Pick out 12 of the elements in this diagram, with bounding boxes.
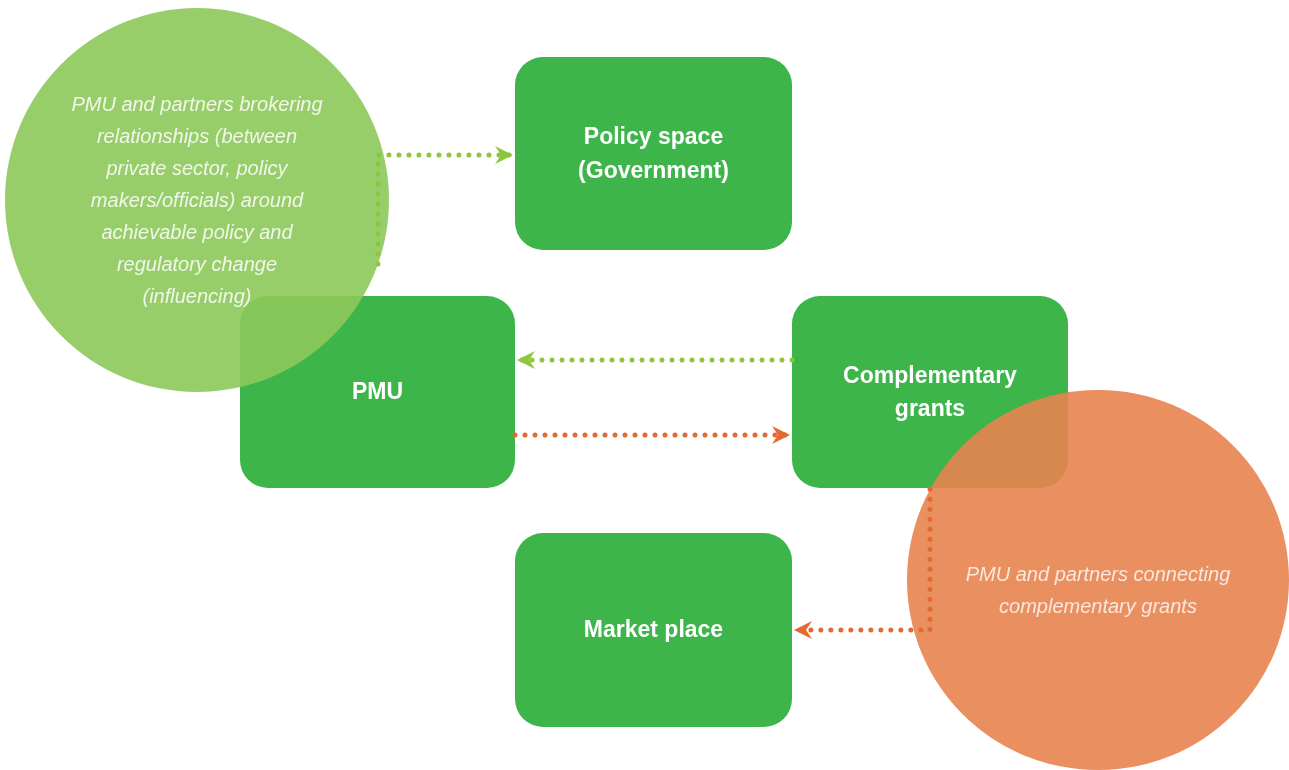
box-label: Complementary grants [842,360,1018,423]
box-label: PMU [351,377,404,407]
dotted-arrow [512,426,790,444]
dotted-arrow [517,351,795,369]
process-box [515,533,792,727]
process-box [515,57,792,250]
dotted-arrow [794,486,933,639]
note-text: PMU and partners connecting complementary grants [964,562,1232,619]
note-text: PMU and partners brokering relationships (between private sector, policy makers/officials) around achievable policy and regulatory change (influencing) [70,92,324,309]
dotted-arrow [375,146,513,267]
box-label: Policy space (Government) [577,122,730,185]
box-label: Market place [583,615,724,645]
